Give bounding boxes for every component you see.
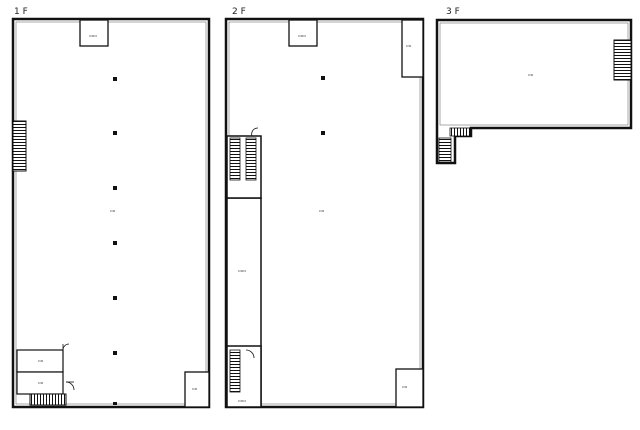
floor-label-2f: 2 F: [232, 7, 246, 17]
stairs-bl-b-3f: [438, 137, 452, 163]
svg-text:▫▫: ▫▫: [38, 380, 44, 385]
room-br-2f: [395, 368, 424, 408]
svg-text:▫▫: ▫▫: [528, 72, 534, 77]
top-room-1f: [79, 19, 109, 47]
floor-outline-2f: [224, 17, 425, 409]
floor-outline-3f: [435, 18, 633, 165]
stairs-bl-a-3f: [449, 127, 471, 137]
svg-text:▫▫▫: ▫▫▫: [89, 33, 97, 38]
floor-1f: 1 F ▫▫▫ ▫▫ ▫▫ ▫▫ ▫▫: [11, 7, 211, 409]
top-room-2f: [288, 19, 318, 47]
floor-label-3f: 3 F: [446, 7, 460, 17]
stairs-upper-a-2f: [229, 137, 241, 181]
svg-text:▫▫: ▫▫: [38, 358, 44, 363]
stairs-upper-b-2f: [245, 137, 257, 181]
stairs-lower-2f: [229, 349, 241, 393]
svg-text:▫▫▫: ▫▫▫: [238, 398, 246, 403]
stairs-bottom-1f: [29, 393, 67, 406]
svg-text:▫▫: ▫▫: [110, 208, 116, 213]
columns-2f: [321, 76, 325, 135]
svg-text:▫▫: ▫▫: [406, 43, 412, 48]
svg-text:▫▫: ▫▫: [319, 208, 325, 213]
svg-text:▫▫▫: ▫▫▫: [298, 33, 306, 38]
stairs-left-1f: [12, 120, 27, 172]
floor-label-1f: 1 F: [14, 7, 28, 17]
svg-text:▫▫▫: ▫▫▫: [238, 268, 246, 273]
floor-outline-1f: [11, 17, 211, 409]
svg-text:▫▫: ▫▫: [192, 386, 198, 391]
room-br-1f: [184, 371, 210, 408]
room-tr-2f: [401, 19, 424, 78]
floor-2f: 2 F ▫▫▫ ▫▫ ▫▫ ▫▫▫ ▫▫▫ ▫▫: [224, 7, 425, 409]
floor-3f: 3 F ▫▫: [435, 7, 633, 165]
svg-text:▫▫: ▫▫: [402, 384, 408, 389]
columns-1f: [113, 77, 117, 405]
stairs-right-3f: [613, 39, 632, 81]
